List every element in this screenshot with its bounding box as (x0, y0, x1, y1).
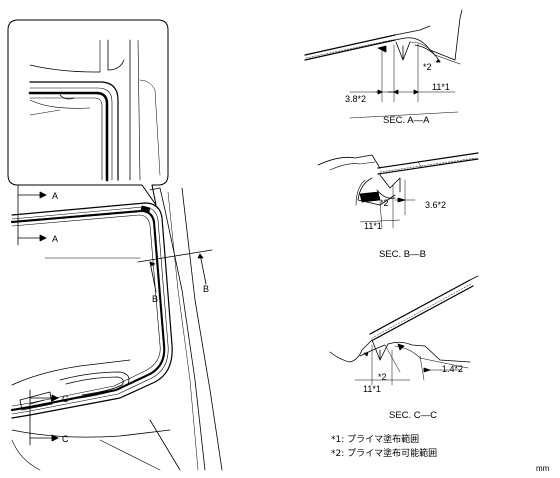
section-a-dim-left: 3.8*2 (345, 94, 366, 104)
cut-label-c-top: C (62, 394, 69, 404)
section-b-dim-right: 3.6*2 (425, 200, 446, 210)
section-a-caption: SEC. A—A (383, 115, 430, 126)
note-2: *2: プライマ塗布可能範囲 (331, 447, 437, 459)
section-a-drawing: 3.8*2 11*1 *2 SEC. A—A (304, 9, 463, 126)
cut-label-b-left: B (152, 294, 158, 304)
section-c-drawing: *2 11*1 1.4*2 SEC. C—C (329, 275, 479, 421)
cut-label-a-top: A (52, 191, 58, 201)
section-b-dim-left: 11*1 (364, 221, 382, 231)
section-a-angle: *2 (423, 62, 432, 72)
section-b-caption: SEC. B—B (379, 249, 426, 260)
section-b-angle: *2 (380, 198, 389, 208)
windshield-overview: A A B B C C (10, 184, 223, 471)
cut-label-a-bottom: A (52, 234, 58, 244)
notes: *1: プライマ塗布範囲 *2: プライマ塗布可能範囲 mm (331, 433, 550, 473)
section-b-drawing: *2 11*1 3.6*2 SEC. B—B (317, 152, 479, 260)
cut-label-b-right: B (203, 284, 209, 294)
section-c-caption: SEC. C—C (389, 410, 437, 421)
zoom-callout (7, 19, 169, 206)
note-1: *1: プライマ塗布範囲 (331, 433, 419, 445)
section-c-dim-right: 1.4*2 (442, 364, 463, 374)
cut-label-c-bottom: C (62, 434, 69, 444)
section-c-angle: *2 (378, 372, 387, 382)
section-a-dim-right: 11*1 (432, 82, 450, 92)
unit-label: mm (536, 464, 550, 473)
section-c-dim-left: 11*1 (363, 384, 381, 394)
